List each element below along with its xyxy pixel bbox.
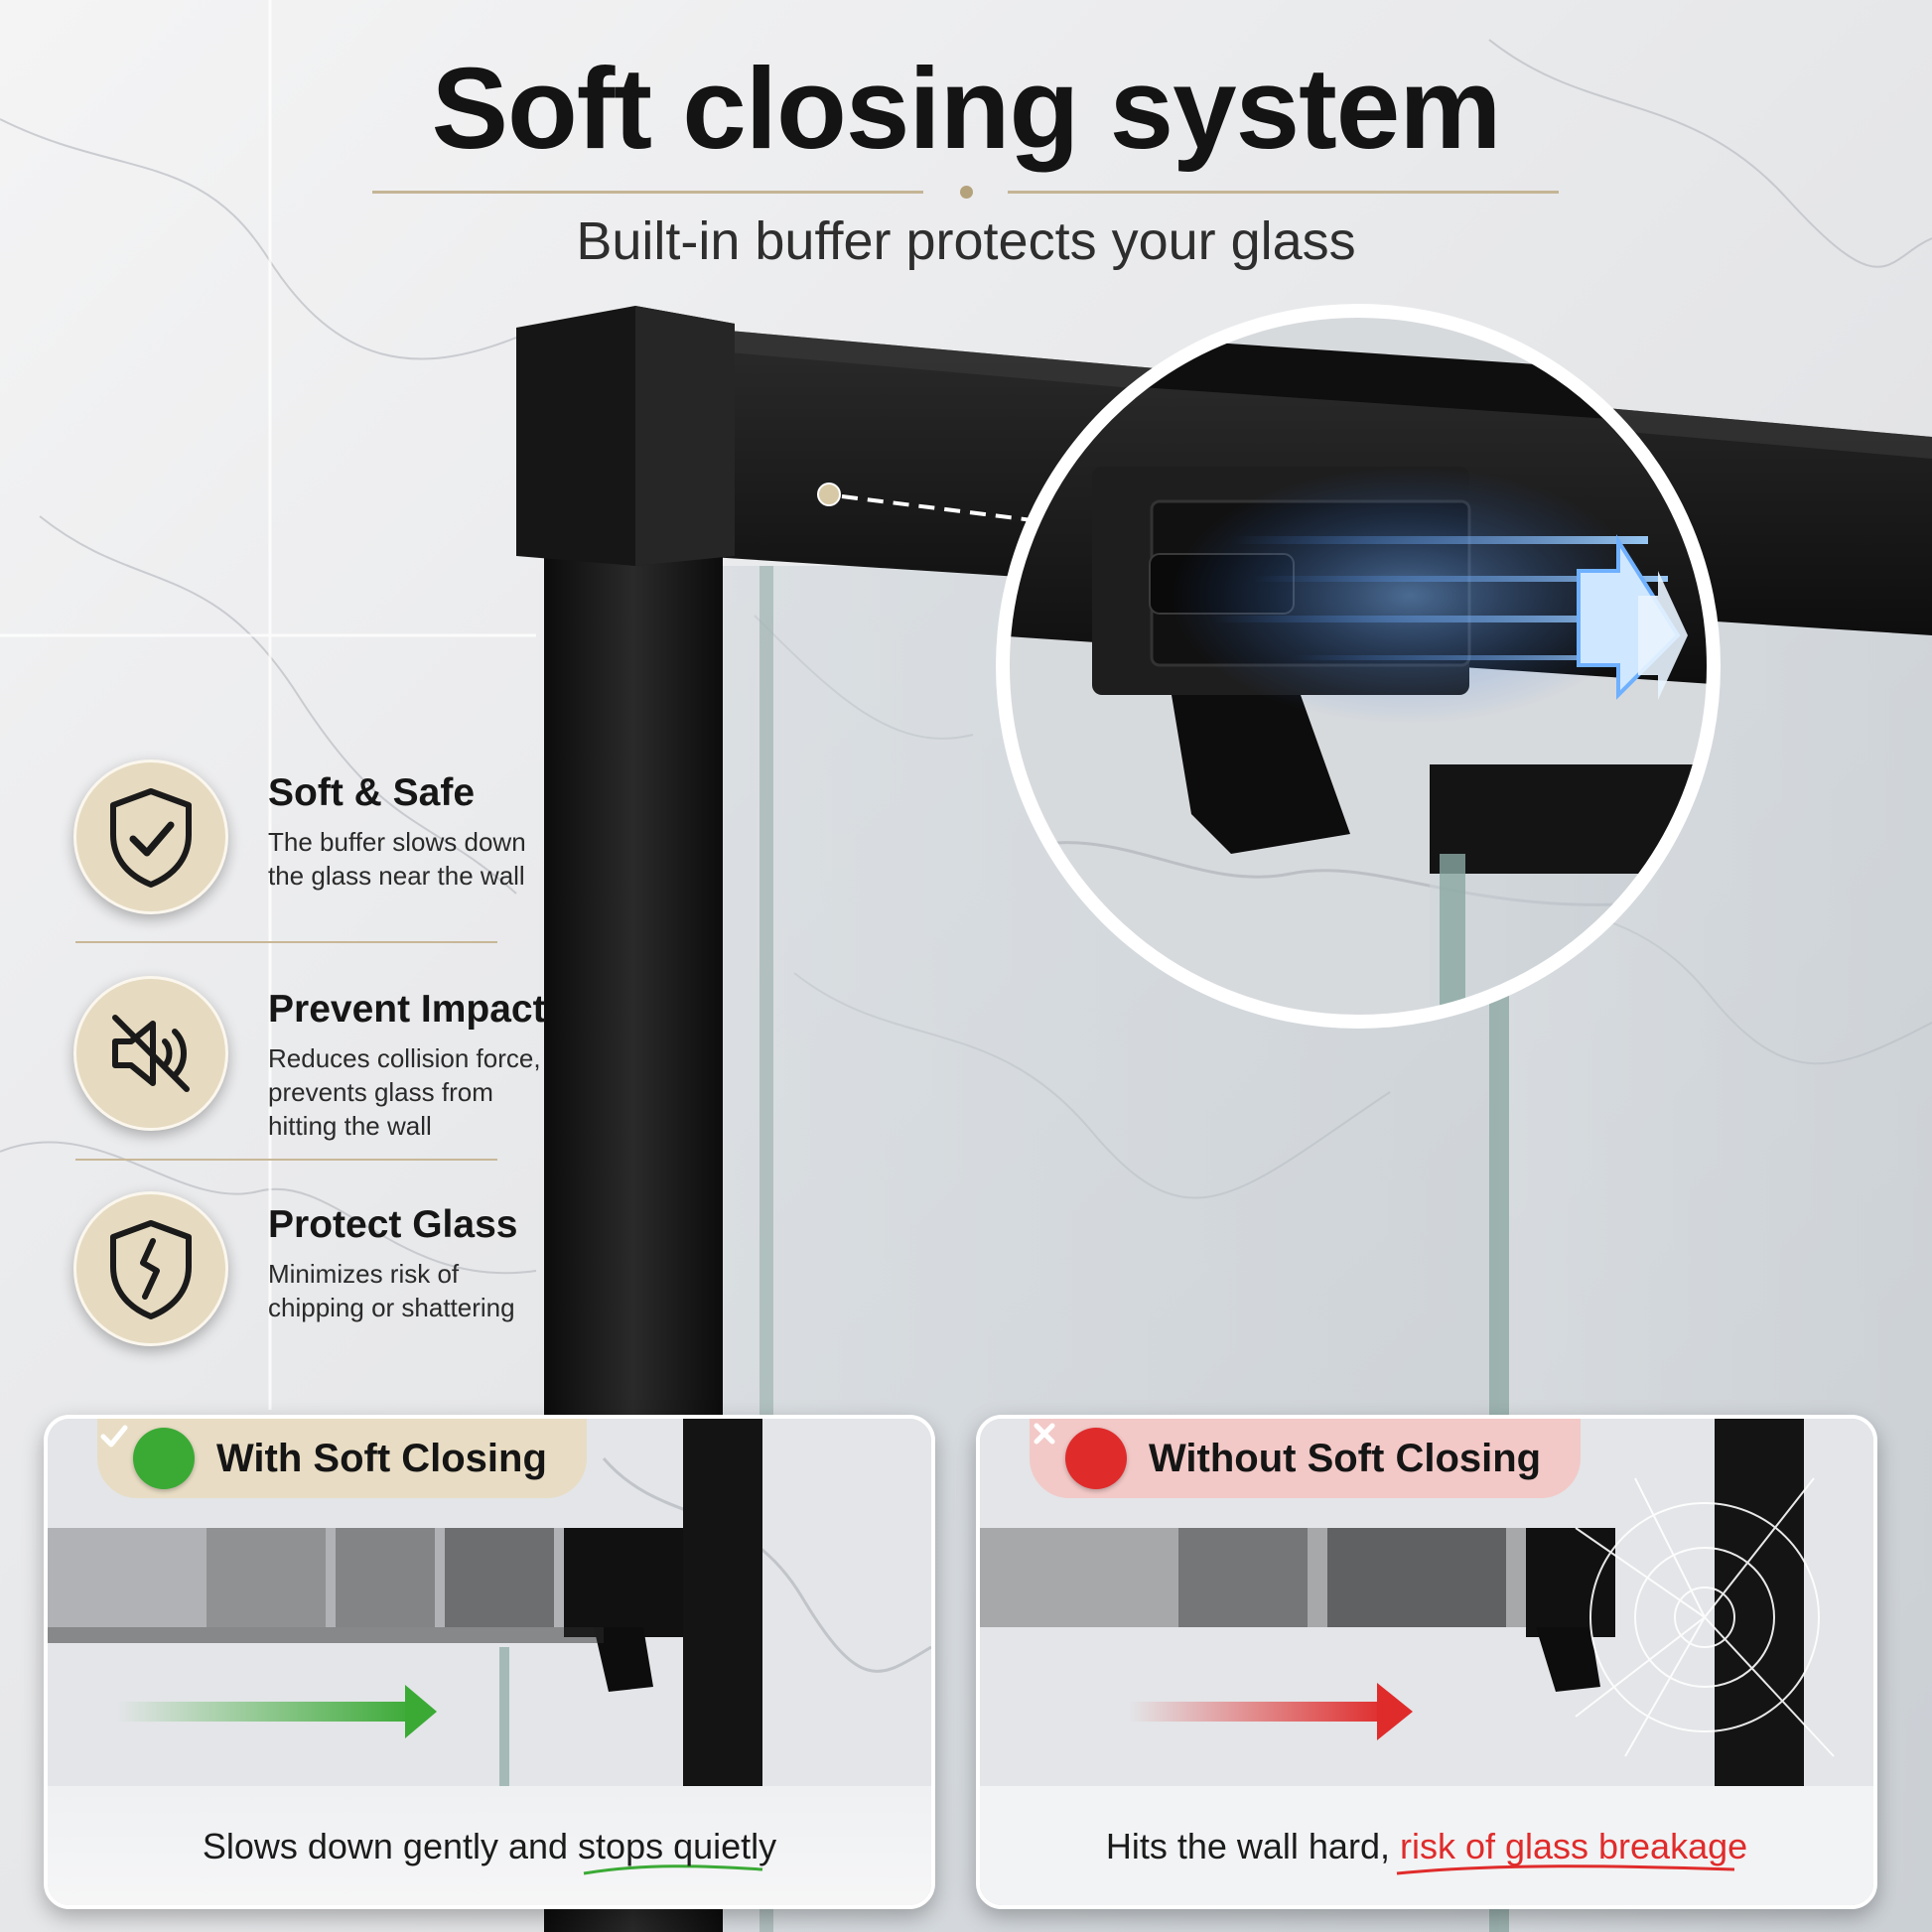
check-circle-icon: [100, 1425, 195, 1489]
shield-crack-icon: [73, 1191, 228, 1346]
feature-title: Prevent Impact: [268, 988, 546, 1031]
page-title: Soft closing system: [431, 44, 1502, 173]
soft-close-illustration: [48, 1419, 931, 1905]
feature-soft-safe: Soft & Safe The buffer slows down the gl…: [69, 759, 536, 928]
feature-description: Reduces collision force, prevents glass …: [268, 1043, 541, 1141]
with-soft-closing-label: With Soft Closing: [97, 1419, 587, 1498]
with-soft-closing-caption: Slows down gently and stops quietly: [202, 1826, 777, 1866]
feature-divider: [75, 1159, 497, 1161]
title-rule-dot: [960, 186, 973, 199]
feature-prevent-impact: Prevent Impact Reduces collision force, …: [69, 976, 546, 1145]
feature-protect-glass: Protect Glass Minimizes risk of chipping…: [69, 1191, 536, 1360]
x-circle-icon: [1034, 1423, 1127, 1489]
feature-title: Protect Glass: [268, 1203, 518, 1246]
muted-speaker-icon: [73, 976, 228, 1131]
without-soft-closing-caption: Hits the wall hard, risk of glass breaka…: [1105, 1826, 1748, 1866]
shield-check-icon: [73, 759, 228, 914]
feature-description: The buffer slows down the glass near the…: [268, 827, 526, 891]
feature-description: Minimizes risk of chipping or shattering: [268, 1259, 515, 1322]
title-rule-left: [372, 191, 923, 194]
without-soft-closing-label: Without Soft Closing: [1030, 1419, 1582, 1498]
hard-close-illustration: [980, 1419, 1873, 1905]
panel-with-soft-closing: With Soft Closing Slows down gently and …: [44, 1415, 935, 1909]
page-subtitle: Built-in buffer protects your glass: [576, 211, 1356, 271]
feature-title: Soft & Safe: [268, 771, 476, 814]
feature-divider: [75, 941, 497, 943]
title-rule-right: [1008, 191, 1559, 194]
panel-without-soft-closing: Without Soft Closing Hits the wall hard,…: [976, 1415, 1877, 1909]
